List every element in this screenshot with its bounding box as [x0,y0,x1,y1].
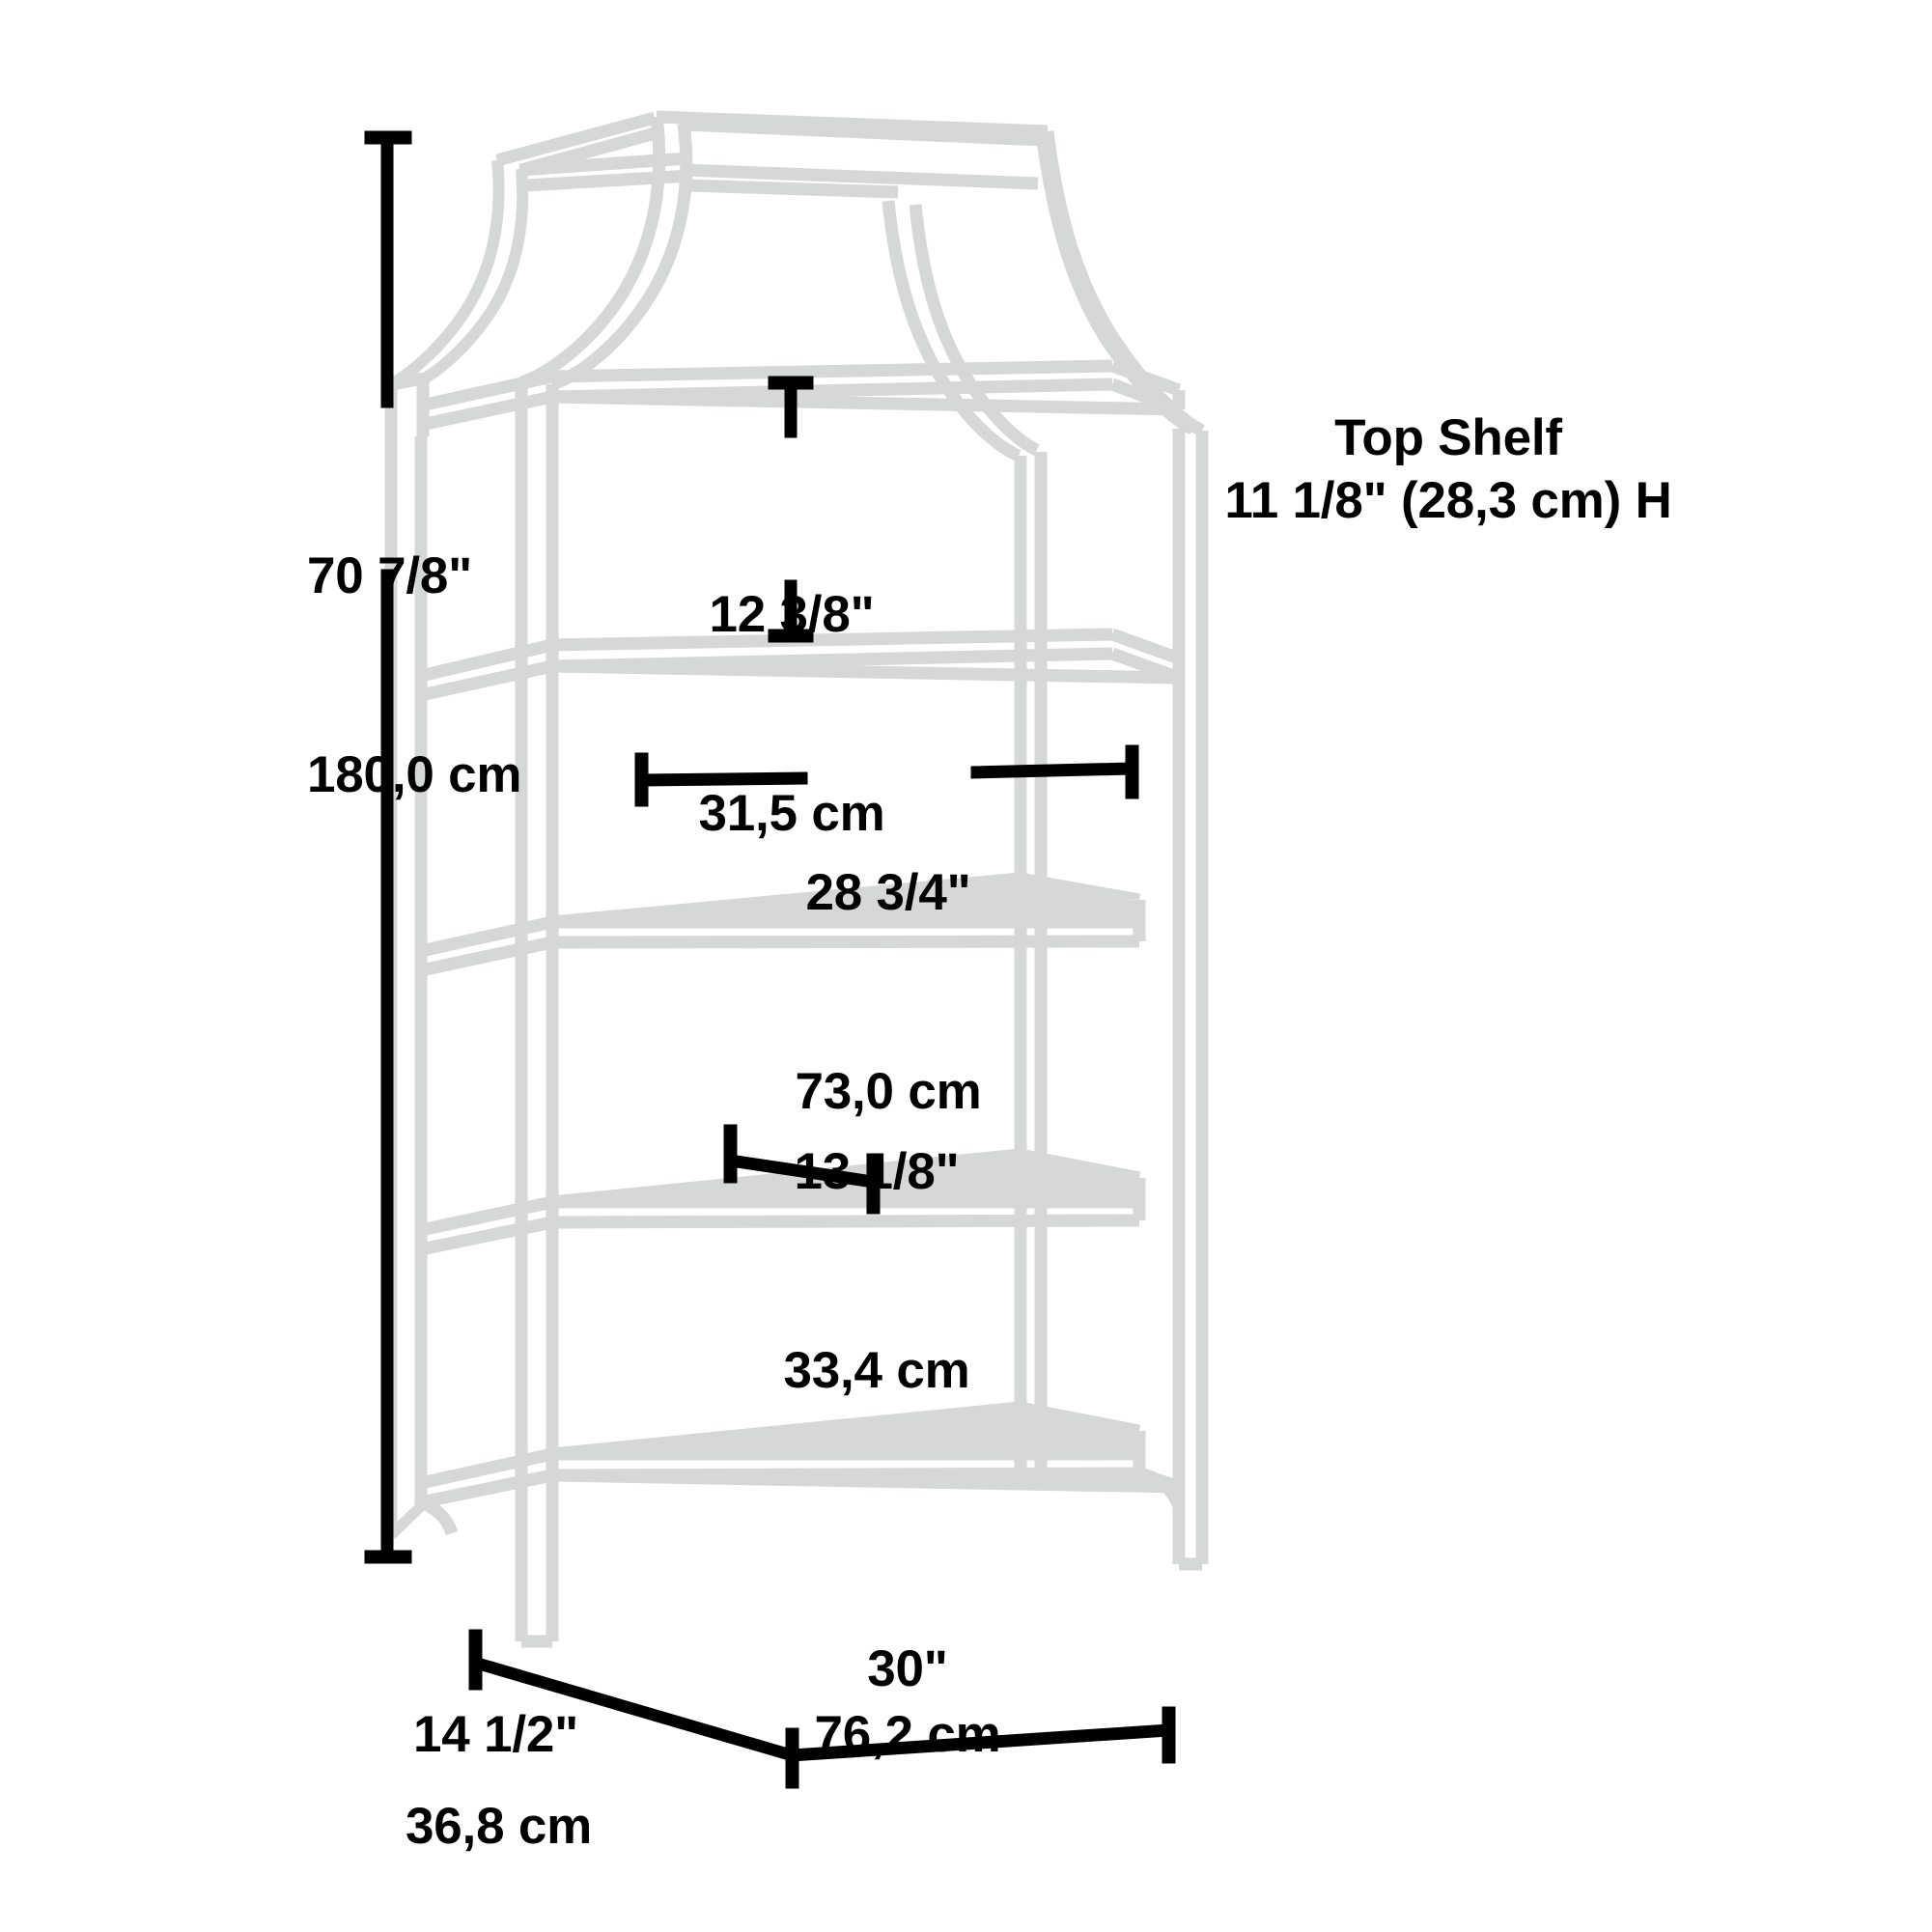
dimension-lines [364,130,1176,1789]
dim-shelf-depth-label: 13 1/8" 33,4 cm [783,1006,969,1538]
dim-overall-width-metric-label: 76,2 cm [814,1706,1001,1763]
top-plate-d [525,169,691,192]
crest-front-rail-2 [684,118,1044,147]
dim-overall-height-metric: 180,0 cm [307,746,522,804]
apron-right [1137,1467,1186,1509]
shelf-1 [419,359,1186,432]
dim-overall-height-label: 70 7/8" 180,0 cm [307,410,522,942]
dim-overall-width [791,1706,1176,1764]
top-shelf-note-detail: 11 1/8" (28,3 cm) H [1224,472,1672,529]
shelf-3-surface [552,879,1139,927]
crest-rear-right [882,200,1040,462]
crest-rear-rail [495,111,657,167]
dim-overall-height-imperial: 70 7/8" [307,546,473,604]
dim-shelf-depth-imperial: 13 1/8" [794,1142,960,1200]
crest-rear-left [388,159,529,390]
dim-shelf-depth [723,1124,881,1215]
shelf-5-surface [552,1408,1139,1460]
top-plate-a [683,163,1039,190]
dim-shelf-opening-imperial: 12 3/8" [709,585,875,643]
dim-shelf-width-metric: 73,0 cm [795,1063,982,1121]
top-plate-b [686,179,899,199]
dim-overall-height [364,130,412,1564]
dim-shelf-opening-label: 12 3/8" 31,5 cm [698,449,884,981]
dim-overall-width-imperial-label: 30" [867,1640,948,1697]
dim-shelf-width-imperial: 28 3/4" [805,863,971,921]
bookcase-artwork [384,110,1209,1648]
crest-front-rail [656,110,1049,138]
top-shelf-note-title: Top Shelf [1334,409,1562,466]
dim-shelf-depth-metric: 33,4 cm [783,1342,970,1400]
foot-rear-left [387,1502,425,1539]
shelf-2 [419,628,1182,702]
dim-shelf-opening-height [768,376,814,643]
top-plate-c [518,152,688,177]
dim-overall-depth-metric-label: 36,8 cm [406,1798,593,1855]
dim-shelf-width-label: 28 3/4" 73,0 cm [795,727,981,1259]
dim-shelf-opening-metric: 31,5 cm [698,785,885,843]
dim-shelf-width [634,744,1139,807]
dim-overall-depth-imperial-label: 14 1/2" [413,1706,579,1763]
left-outer-post-top [389,372,425,391]
apron-left [418,1496,459,1536]
